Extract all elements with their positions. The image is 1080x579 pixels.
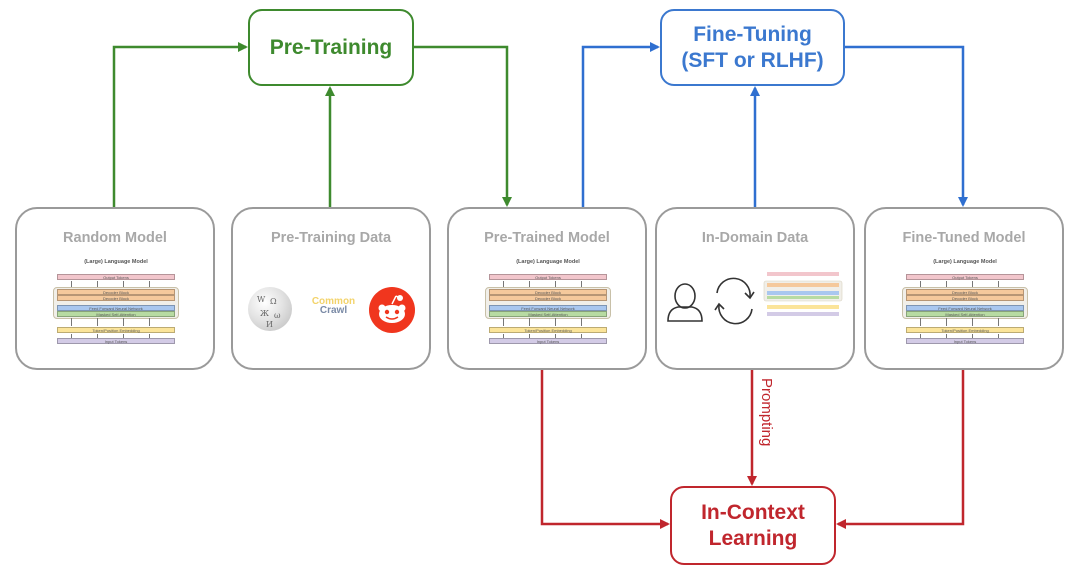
- connector-tick: [123, 318, 124, 326]
- card-in-domain-data: In-Domain Data: [655, 207, 855, 370]
- arrow-pretraining-to-pretrained: [413, 45, 512, 207]
- card-title: Pre-Trained Model: [484, 230, 610, 246]
- output-tokens-bar: Output Tokens: [489, 274, 607, 280]
- pretraining-label: Pre-Training: [269, 35, 393, 59]
- embedding-bar: Token/Position Embedding: [57, 327, 175, 333]
- embedding-bar: Token/Position Embedding: [906, 327, 1024, 333]
- llm-architecture-diagram: (Large) Language Model Output Tokens Dec…: [53, 259, 179, 359]
- connector-tick: [149, 334, 150, 338]
- decoder-block-bar: Decoder Block: [489, 295, 607, 301]
- connector-tick: [581, 334, 582, 338]
- attention-bar: Masked Self-Attention: [57, 311, 175, 317]
- output-tokens-bar: Output Tokens: [906, 274, 1024, 280]
- connector-tick: [71, 318, 72, 326]
- connector-tick: [529, 281, 530, 287]
- finetuning-label-line2: (SFT or RLHF): [681, 48, 824, 72]
- connector-tick: [555, 334, 556, 338]
- card-title: Random Model: [63, 230, 167, 246]
- input-tokens-bar: Input Tokens: [489, 338, 607, 344]
- incontext-label-line1: In-Context: [701, 501, 805, 525]
- prompting-label: Prompting: [758, 378, 775, 447]
- card-random-model: Random Model (Large) Language Model Outp…: [15, 207, 215, 370]
- card-title: Fine-Tuned Model: [902, 230, 1026, 246]
- attention-bar: Masked Self-Attention: [906, 311, 1024, 317]
- card-finetuned-model: Fine-Tuned Model (Large) Language Model …: [864, 207, 1064, 370]
- connector-tick: [946, 318, 947, 326]
- common-crawl-logo: Common Crawl: [306, 296, 361, 316]
- arrow-finetuning-to-finetuned: [844, 45, 968, 207]
- connector-tick: [149, 318, 150, 326]
- connector-tick: [998, 318, 999, 326]
- connector-tick: [946, 334, 947, 338]
- reddit-alien-icon: [369, 287, 415, 333]
- connector-tick: [97, 334, 98, 338]
- connector-tick: [998, 334, 999, 338]
- connector-tick: [529, 334, 530, 338]
- feed-forward-bar: Feed Forward Neural Network: [906, 305, 1024, 311]
- incontext-stage: In-Context Learning: [670, 486, 836, 565]
- output-tokens-bar: Output Tokens: [57, 274, 175, 280]
- person-icon: [667, 283, 703, 322]
- attention-bar: Masked Self-Attention: [489, 311, 607, 317]
- decoder-block-bar: Decoder Block: [906, 289, 1024, 295]
- arrow-random-to-pretraining: [112, 42, 248, 207]
- arrow-finetuned-to-incontext: [836, 370, 965, 529]
- input-tokens-bar: Input Tokens: [906, 338, 1024, 344]
- common-crawl-line2: Crawl: [319, 305, 348, 316]
- connector-tick: [503, 281, 504, 287]
- feed-forward-bar: Feed Forward Neural Network: [57, 305, 175, 311]
- finetuning-stage: Fine-Tuning (SFT or RLHF): [660, 9, 845, 86]
- card-pretrained-model: Pre-Trained Model (Large) Language Model…: [447, 207, 647, 370]
- llm-caption: (Large) Language Model: [516, 259, 580, 265]
- connector-tick: [71, 281, 72, 287]
- pretraining-stage: Pre-Training: [248, 9, 414, 86]
- input-tokens-bar: Input Tokens: [57, 338, 175, 344]
- connector-tick: [972, 318, 973, 326]
- feed-forward-bar: Feed Forward Neural Network: [489, 305, 607, 311]
- connector-tick: [946, 281, 947, 287]
- connector-tick: [71, 334, 72, 338]
- connector-tick: [503, 318, 504, 326]
- common-crawl-line1: Common: [311, 296, 356, 307]
- connector-tick: [972, 334, 973, 338]
- decoder-block-bar: Decoder Block: [906, 295, 1024, 301]
- refresh-cycle-icon: [714, 277, 755, 325]
- connector-tick: [555, 318, 556, 326]
- connector-tick: [920, 318, 921, 326]
- connector-tick: [998, 281, 999, 287]
- llm-caption: (Large) Language Model: [84, 259, 148, 265]
- incontext-label-line2: Learning: [708, 526, 798, 550]
- mini-llm-icon: [763, 272, 843, 316]
- connector-tick: [581, 318, 582, 326]
- llm-architecture-diagram: (Large) Language Model Output Tokens Dec…: [485, 259, 611, 359]
- arrow-pretrained-to-finetuning: [581, 42, 660, 207]
- connector-tick: [97, 281, 98, 287]
- connector-tick: [97, 318, 98, 326]
- connector-tick: [123, 334, 124, 338]
- connector-tick: [503, 334, 504, 338]
- human-feedback-illustration: [667, 272, 843, 325]
- decoder-block-bar: Decoder Block: [57, 295, 175, 301]
- decoder-block-bar: Decoder Block: [57, 289, 175, 295]
- embedding-bar: Token/Position Embedding: [489, 327, 607, 333]
- connector-tick: [581, 281, 582, 287]
- connector-tick: [920, 334, 921, 338]
- connector-tick: [555, 281, 556, 287]
- connector-tick: [529, 318, 530, 326]
- decoder-block-bar: Decoder Block: [489, 289, 607, 295]
- llm-caption: (Large) Language Model: [933, 259, 997, 265]
- arrow-pretrained-to-incontext: [540, 370, 670, 529]
- connector-tick: [123, 281, 124, 287]
- connector-tick: [972, 281, 973, 287]
- finetuning-label-line1: Fine-Tuning: [693, 23, 812, 47]
- connector-tick: [920, 281, 921, 287]
- connector-tick: [149, 281, 150, 287]
- card-title: In-Domain Data: [701, 230, 809, 246]
- llm-architecture-diagram: (Large) Language Model Output Tokens Dec…: [902, 259, 1028, 359]
- card-title: Pre-Training Data: [270, 230, 392, 246]
